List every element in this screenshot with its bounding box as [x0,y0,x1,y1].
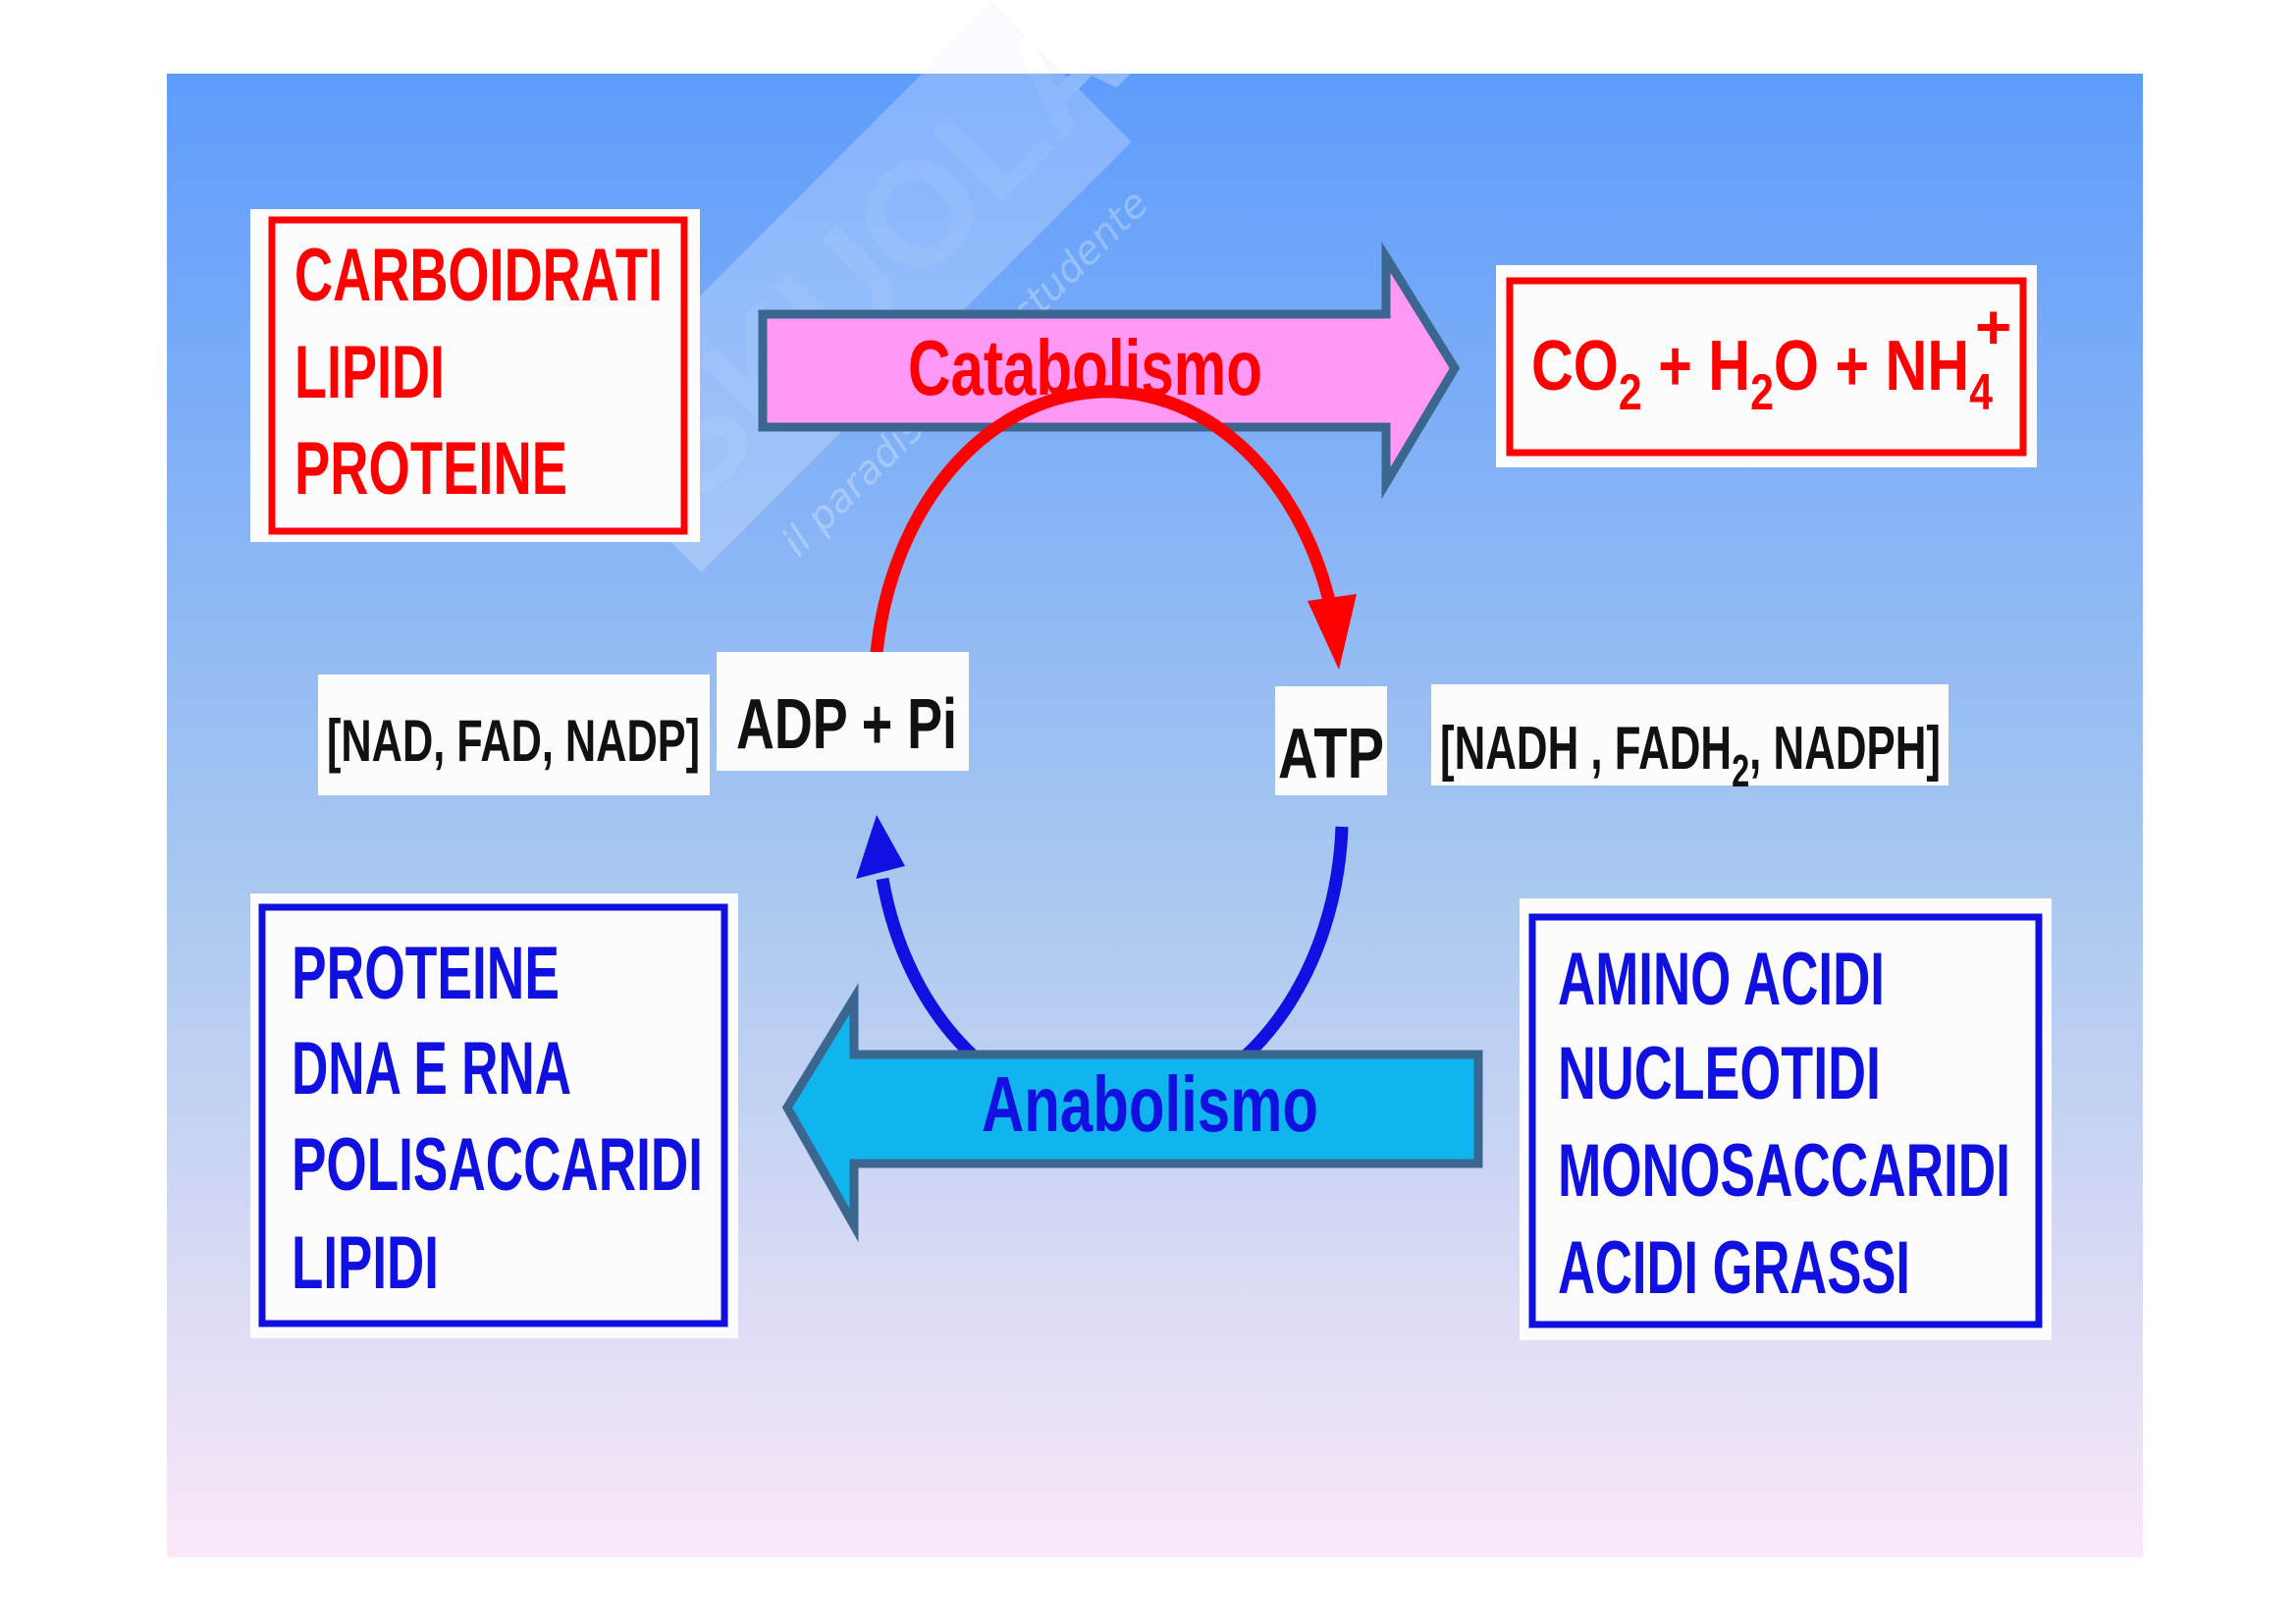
ammonium-charge: + [1975,292,2011,362]
blue-arrowhead-icon [856,815,905,879]
input-acidi-grassi: ACIDI GRASSI [1558,1226,1910,1310]
anabolism-label: Anabolismo [982,1060,1318,1148]
products-box: CO2 + H2O + NH4 + [1496,265,2037,467]
input-monosaccaridi: MONOSACCARIDI [1558,1129,2010,1213]
atp-box: ATP [1275,686,1387,795]
input-amino-acidi: AMINO ACIDI [1558,938,1885,1021]
svg-text:ADP + Pi: ADP + Pi [736,685,957,764]
input-nucleotidi: NUCLEOTIDI [1558,1032,1881,1115]
input-proteine: PROTEINE [294,427,567,511]
svg-text:ATP: ATP [1278,715,1384,793]
anabolic-inputs-box: AMINO ACIDI NUCLEOTIDI MONOSACCARIDI ACI… [1520,898,2052,1340]
oxidized-cofactors-box: [NAD, FAD, NADP] [318,675,710,795]
output-dna-rna: DNA E RNA [292,1027,571,1110]
products-formula: CO2 + H2O + NH4 [1531,327,1993,421]
input-lipidi: LIPIDI [294,331,445,414]
red-cycle-arc [870,385,1339,654]
output-proteine: PROTEINE [292,932,560,1015]
input-carboidrati: CARBOIDRATI [294,234,663,317]
reduced-cofactors-box: [NADH , FADH2, NADPH] [1431,684,1949,796]
svg-text:[NAD, FAD, NADP]: [NAD, FAD, NADP] [327,708,700,774]
anabolism-arrow: Anabolismo [781,983,1483,1243]
output-polisaccaridi: POLISACCARIDI [292,1123,703,1207]
svg-text:[NADH , FADH2, NADPH]: [NADH , FADH2, NADPH] [1440,715,1941,796]
anabolic-outputs-box: PROTEINE DNA E RNA POLISACCARIDI LIPIDI [250,893,738,1338]
output-lipidi: LIPIDI [292,1221,439,1305]
adp-box: ADP + Pi [717,652,969,771]
red-arrowhead-icon [1308,594,1357,670]
catabolic-inputs-box: CARBOIDRATI LIPIDI PROTEINE [250,209,700,542]
